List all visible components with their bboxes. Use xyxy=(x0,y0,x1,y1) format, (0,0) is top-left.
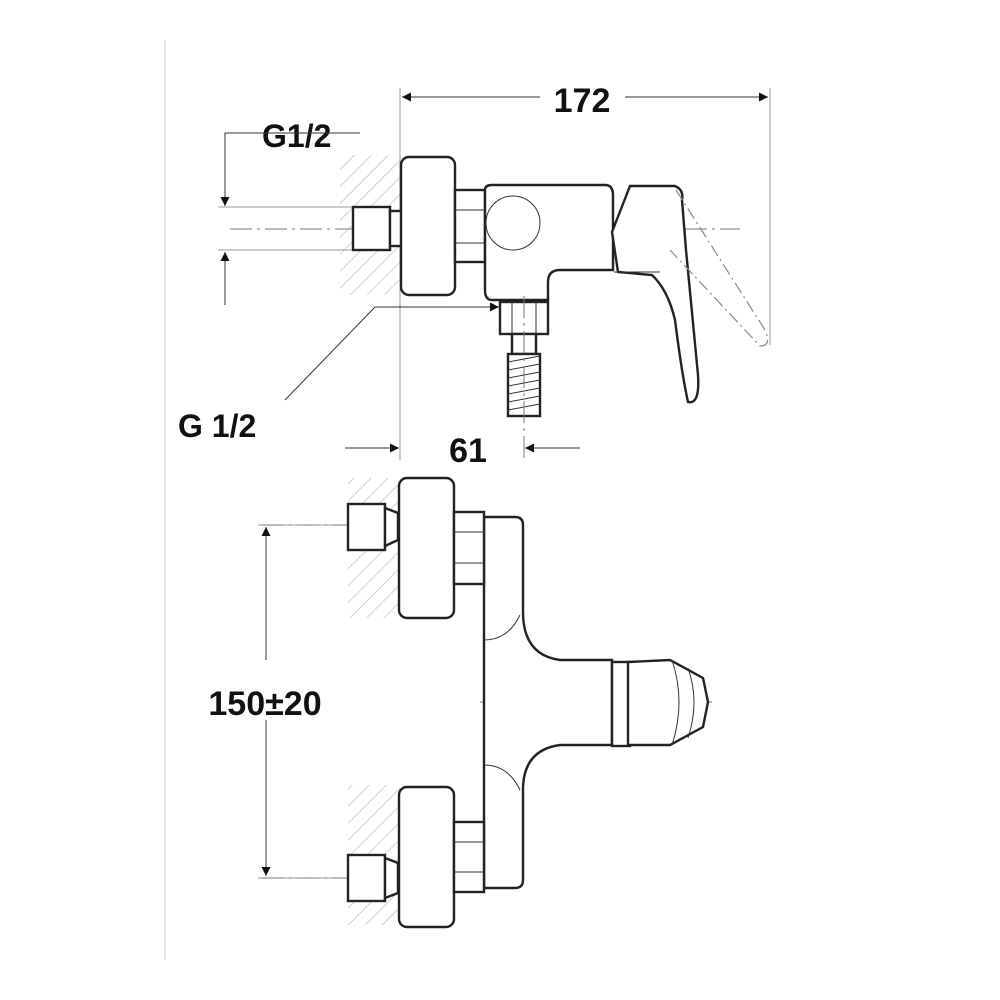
cartridge-cap-facet xyxy=(687,667,695,739)
handle-ghost-position xyxy=(669,189,769,347)
thread-g12-top-label: G1/2 xyxy=(262,118,331,154)
lever-handle xyxy=(610,184,700,404)
cartridge-cap-facet xyxy=(671,659,680,746)
lower-escutcheon xyxy=(397,785,456,929)
lower-hex-nut xyxy=(452,820,486,894)
upper-inlet-nipple xyxy=(346,502,387,552)
upper-inlet-taper xyxy=(383,506,400,548)
cartridge-cap xyxy=(626,658,710,747)
hex-nut xyxy=(453,188,487,264)
body-curve-upper xyxy=(483,614,521,641)
escutcheon xyxy=(399,155,457,297)
upper-escutcheon xyxy=(397,476,456,620)
upper-hex-nut xyxy=(452,510,486,586)
thread-leader-outlet xyxy=(284,306,498,401)
dimension-172-label: 172 xyxy=(554,82,611,120)
mixer-body-front xyxy=(482,515,614,890)
body-curve-lower xyxy=(483,764,521,791)
dimension-150-label: 150±20 xyxy=(208,685,321,723)
dimension-61-label: 61 xyxy=(449,432,487,470)
body-boss xyxy=(485,195,541,251)
front-view: 150±20 xyxy=(208,476,715,929)
side-view: 172 G1/2 xyxy=(178,82,771,470)
lower-inlet-taper xyxy=(383,856,400,900)
lower-inlet-nipple xyxy=(346,853,387,903)
inlet-nipple xyxy=(351,205,392,252)
thread-g12-outlet-label: G 1/2 xyxy=(178,408,256,444)
mixer-body-side xyxy=(483,183,615,302)
